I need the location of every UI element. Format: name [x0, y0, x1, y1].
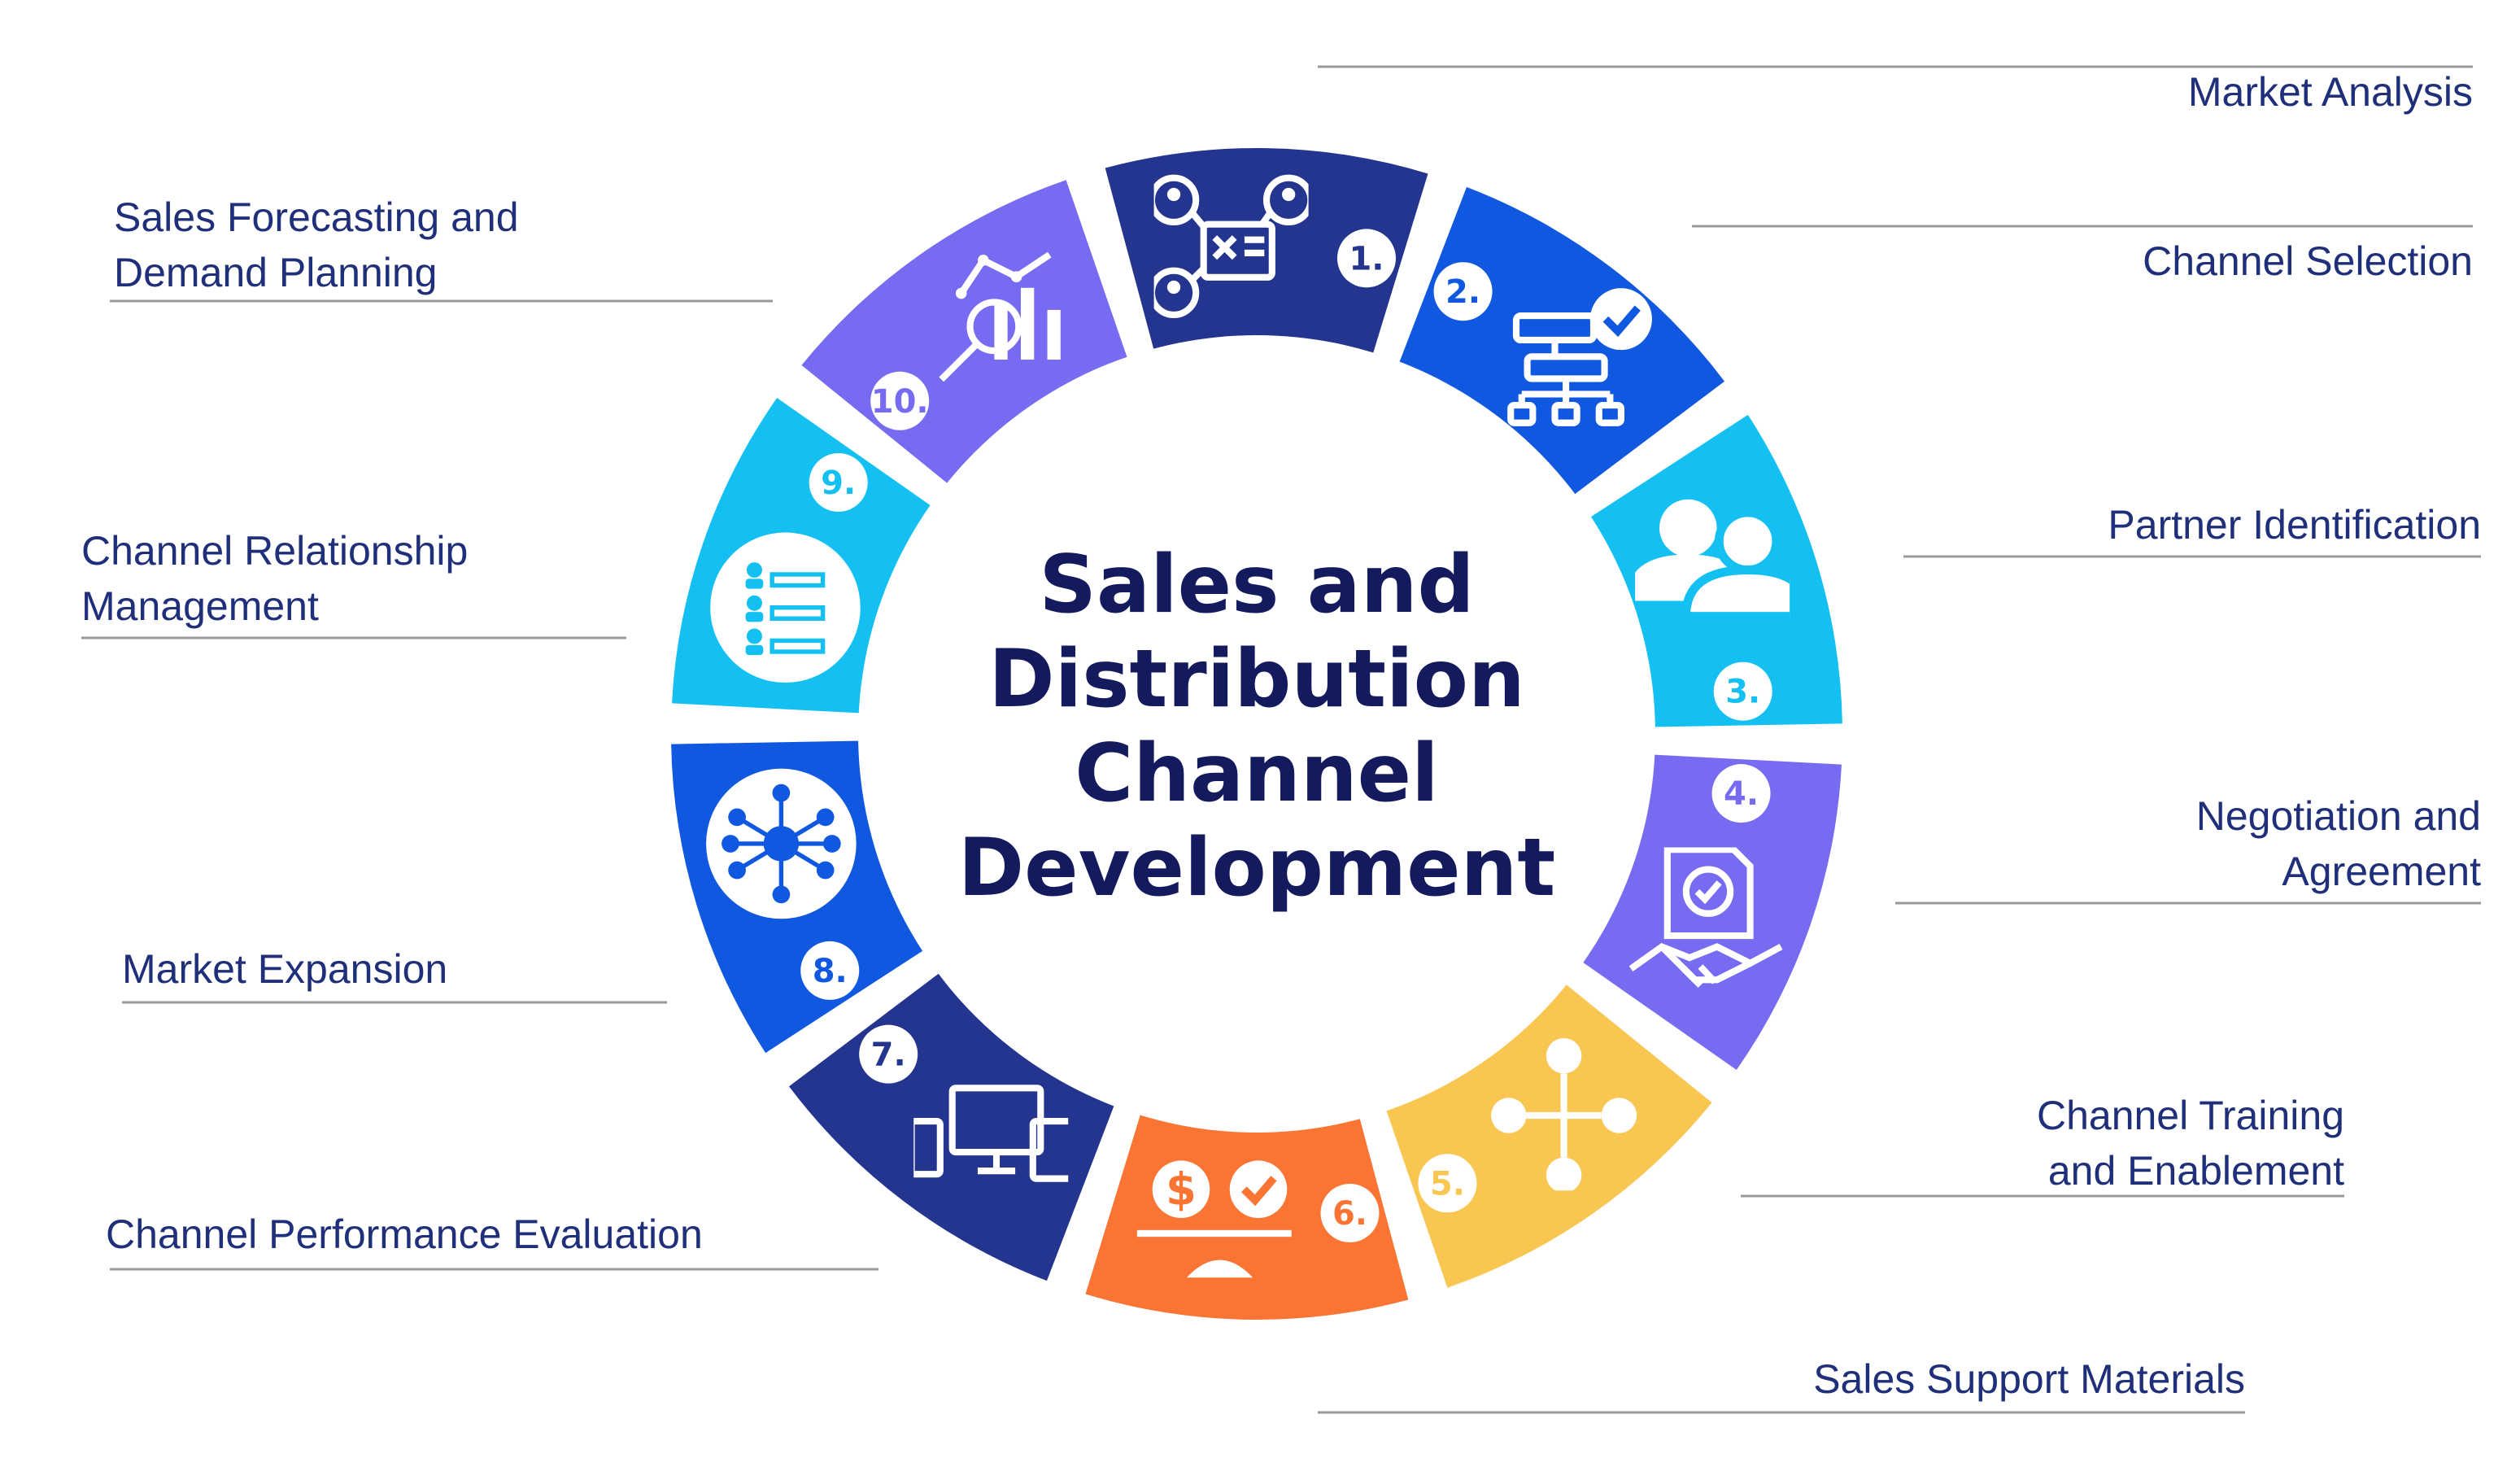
center-disc — [858, 335, 1655, 1133]
step-label-7-line-1: Channel Performance Evaluation — [106, 1211, 703, 1257]
title-line-1: Sales and — [1039, 539, 1474, 631]
step-number-6: 6. — [1332, 1195, 1367, 1233]
step-number-10: 10. — [871, 383, 929, 421]
step-segment-1: 1. — [1105, 148, 1428, 369]
contact-list-icon — [710, 532, 861, 683]
center-title: Sales and Distribution Channel Developme… — [958, 539, 1555, 915]
step-label-8-line-1: Market Expansion — [122, 946, 447, 992]
leader-lines — [81, 65, 2481, 1414]
step-label-10-line-2: Demand Planning — [114, 250, 438, 295]
step-number-badge-6: 6. — [1320, 1183, 1380, 1242]
step-label-2-line-1: Channel Selection — [2143, 238, 2473, 284]
title-line-4: Development — [958, 822, 1555, 915]
step-number-1: 1. — [1349, 240, 1384, 277]
step-label-5: Channel Training and Enablement — [2037, 1093, 2344, 1194]
step-number-badge-10: 10. — [870, 371, 930, 430]
step-label-6-line-1: Sales Support Materials — [1813, 1356, 2245, 1402]
step-label-9-line-1: Channel Relationship — [81, 528, 468, 574]
step-label-3-line-1: Partner Identification — [2108, 502, 2481, 548]
step-label-7: Channel Performance Evaluation — [106, 1211, 703, 1257]
step-label-1: Market Analysis — [2188, 69, 2473, 115]
step-number-3: 3. — [1725, 674, 1760, 711]
step-number-badge-1: 1. — [1336, 229, 1396, 288]
segment-shape-5 — [1381, 974, 1712, 1288]
step-label-1-line-1: Market Analysis — [2188, 69, 2473, 115]
step-number-9: 9. — [821, 465, 856, 502]
step-label-4-line-1: Negotiation and — [2196, 793, 2481, 839]
step-number-badge-4: 4. — [1711, 764, 1771, 823]
step-number-badge-9: 9. — [809, 452, 868, 512]
step-number-badge-8: 8. — [800, 941, 860, 1000]
step-number-badge-7: 7. — [859, 1024, 918, 1084]
step-number-8: 8. — [813, 953, 848, 990]
step-segment-10: 10. — [801, 180, 1132, 494]
step-label-9-line-2: Management — [81, 583, 319, 629]
step-segment-2: 2. — [1393, 186, 1725, 504]
step-number-4: 4. — [1724, 775, 1759, 813]
step-label-6: Sales Support Materials — [1813, 1356, 2245, 1402]
step-label-10-line-1: Sales Forecasting and — [114, 194, 519, 240]
step-label-5-line-1: Channel Training — [2037, 1093, 2344, 1138]
network-hub-icon — [706, 769, 857, 919]
step-number-2: 2. — [1445, 273, 1480, 311]
step-label-5-line-2: and Enablement — [2048, 1148, 2344, 1194]
step-number-badge-5: 5. — [1418, 1154, 1477, 1213]
step-label-4-line-2: Agreement — [2282, 849, 2481, 894]
step-segment-7: 7. — [788, 963, 1120, 1281]
step-segment-5: 5. — [1381, 974, 1712, 1288]
step-number-badge-2: 2. — [1433, 262, 1493, 321]
step-segment-6: 6. — [1085, 1099, 1409, 1320]
step-number-badge-3: 3. — [1713, 661, 1772, 721]
step-label-3: Partner Identification — [2108, 502, 2481, 548]
title-line-2: Distribution — [988, 633, 1525, 726]
step-label-2: Channel Selection — [2143, 238, 2473, 284]
step-label-8: Market Expansion — [122, 946, 447, 992]
step-number-7: 7. — [871, 1037, 906, 1074]
title-line-3: Channel — [1075, 727, 1438, 820]
step-number-5: 5. — [1430, 1165, 1465, 1203]
